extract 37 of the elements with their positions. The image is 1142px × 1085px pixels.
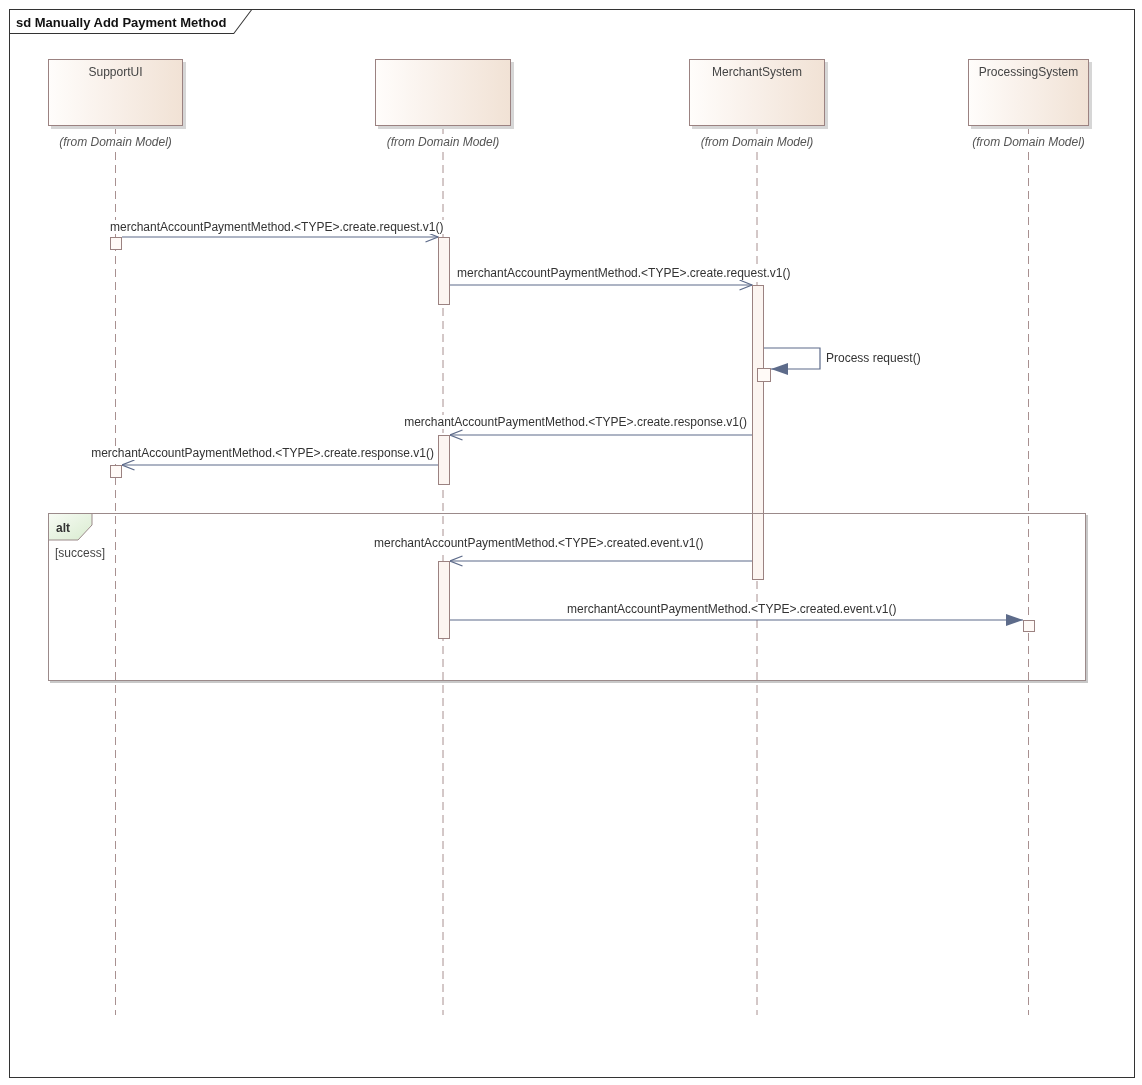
combined-fragment-frame [48, 513, 1086, 681]
activation-box [110, 237, 122, 250]
self-message-arrow [763, 347, 821, 375]
participant-origin-note: (from Domain Model) [699, 135, 815, 149]
participant-origin-note: (from Domain Model) [971, 135, 1086, 149]
activation-bar [438, 561, 450, 639]
message-label: merchantAccountPaymentMethod.<TYPE>.create.response.v1() [403, 415, 748, 429]
activation-box [1023, 620, 1035, 632]
message-label: merchantAccountPaymentMethod.<TYPE>.created.event.v1() [373, 536, 705, 550]
activation-box [757, 368, 771, 382]
message-label: Process request() [825, 351, 922, 365]
message-label: merchantAccountPaymentMethod.<TYPE>.create.response.v1() [90, 446, 435, 460]
message-arrow [449, 614, 1024, 626]
message-label: merchantAccountPaymentMethod.<TYPE>.create.request.v1() [456, 266, 792, 280]
participant-name: MerchantSystem [712, 65, 802, 79]
participant-box [48, 59, 183, 126]
activation-bar [438, 435, 450, 485]
diagram-title-tab: sd Manually Add Payment Method [10, 10, 253, 34]
activation-bar [438, 237, 450, 305]
participant-origin-note: (from Domain Model) [58, 135, 173, 149]
message-label: merchantAccountPaymentMethod.<TYPE>.create.request.v1() [109, 220, 445, 234]
message-arrow [449, 429, 753, 441]
activation-bar [752, 285, 764, 580]
participant-name: ProcessingSystem [978, 65, 1079, 79]
participant-box [689, 59, 825, 126]
fragment-operator-tab: alt [49, 514, 93, 541]
participant-box [375, 59, 511, 126]
message-arrow [449, 279, 753, 291]
message-arrow [121, 459, 439, 471]
guard-condition: [success] [55, 546, 105, 560]
participant-box [968, 59, 1089, 126]
activation-box [110, 465, 122, 478]
message-label: merchantAccountPaymentMethod.<TYPE>.created.event.v1() [566, 602, 898, 616]
message-arrow [449, 555, 753, 567]
participant-name: SupportUI [88, 65, 143, 79]
participant-origin-note: (from Domain Model) [385, 135, 501, 149]
message-arrow [121, 231, 439, 243]
